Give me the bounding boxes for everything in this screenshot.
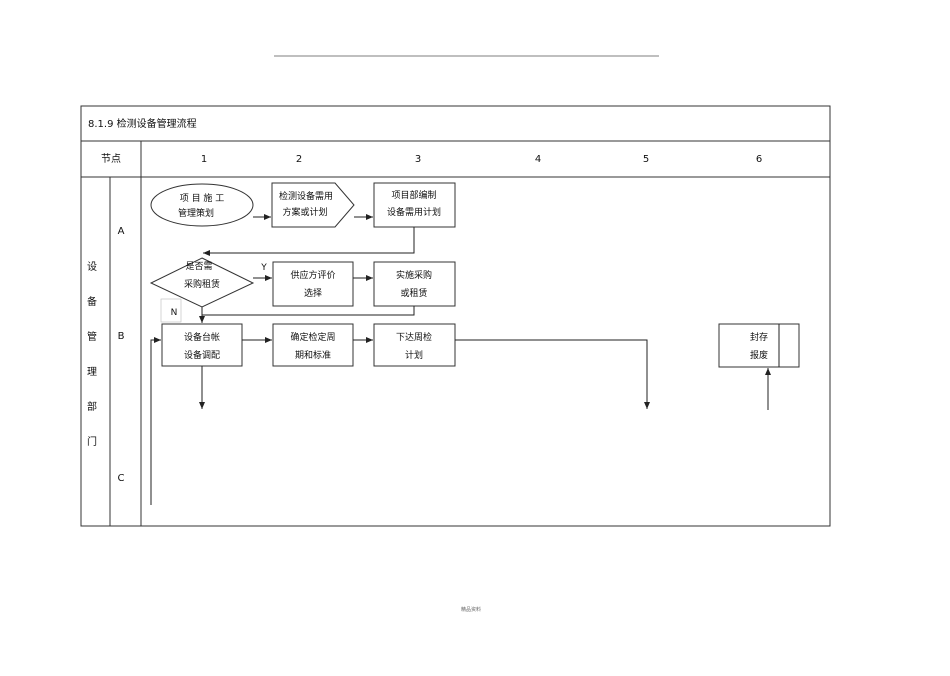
arrow-compile-to-decision <box>203 227 415 256</box>
arrow-return-to-ledger <box>150 337 161 505</box>
section-title: 8.1.9 检测设备管理流程 <box>88 117 197 130</box>
column-header-3: 3 <box>415 154 421 165</box>
step-ledger-line1: 设备台帐 <box>184 331 220 343</box>
step-seal-scrap-line2: 报废 <box>750 349 768 361</box>
department-char: 设 <box>87 261 97 273</box>
step-equipment-need-line2: 方案或计划 <box>282 206 327 218</box>
step-project-compile-line1: 项目部编制 <box>391 189 436 201</box>
decision-no-label: N <box>171 308 178 318</box>
step-ledger: 设备台帐 设备调配 <box>161 323 243 367</box>
department-char: 备 <box>87 295 97 308</box>
step-project-plan-line1: 项 目 施 工 <box>180 192 225 204</box>
column-header-5: 5 <box>643 154 649 165</box>
step-calibration-line2: 期和标准 <box>295 349 331 361</box>
column-header-2: 2 <box>296 154 302 165</box>
step-purchase-lease-line2: 或租赁 <box>400 287 427 299</box>
step-issue-plan: 下达周检 计划 <box>373 323 456 367</box>
row-label-c: C <box>118 473 125 484</box>
row-label-b: B <box>118 331 125 342</box>
step-issue-plan-line2: 计划 <box>405 349 423 361</box>
step-equipment-need-plan: 检测设备需用 方案或计划 <box>271 182 355 228</box>
arrow-purchase-to-ledger <box>202 306 415 316</box>
step-decision-line1: 是否需 <box>185 261 212 272</box>
node-header-label: 节点 <box>101 153 121 165</box>
decision-no-marker <box>160 298 182 323</box>
step-purchase-lease: 实施采购 或租赁 <box>373 261 456 307</box>
department-char: 部 <box>87 400 97 413</box>
page-footer: 精品资料 <box>461 606 481 613</box>
column-header-6: 6 <box>756 154 762 165</box>
department-char: 门 <box>87 435 97 448</box>
column-header-1: 1 <box>201 154 207 165</box>
step-equipment-need-line1: 检测设备需用 <box>279 190 333 202</box>
step-ledger-line2: 设备调配 <box>184 349 220 361</box>
step-issue-plan-line1: 下达周检 <box>396 331 432 343</box>
step-project-compile-line2: 设备需用计划 <box>387 206 441 218</box>
step-purchase-lease-line1: 实施采购 <box>396 269 432 281</box>
step-supplier-eval-line1: 供应方评价 <box>290 269 335 281</box>
step-project-plan: 项 目 施 工 管理策划 <box>150 183 254 227</box>
step-calibration-line1: 确定检定周 <box>290 331 335 343</box>
column-header-4: 4 <box>535 154 541 165</box>
step-decision-line2: 采购租赁 <box>184 278 220 290</box>
department-char: 管 <box>87 330 97 343</box>
step-project-plan-line2: 管理策划 <box>178 207 214 219</box>
arrow-issue-to-column5 <box>455 339 650 409</box>
step-supplier-eval-line2: 选择 <box>304 287 322 299</box>
process-table <box>80 105 831 527</box>
department-char: 理 <box>87 366 97 378</box>
step-seal-scrap-line1: 封存 <box>750 331 768 343</box>
step-supplier-eval: 供应方评价 选择 <box>272 261 354 307</box>
step-calibration-cycle: 确定检定周 期和标准 <box>272 323 354 367</box>
decision-yes-label: Y <box>260 263 267 273</box>
step-seal-scrap: 封存 报废 <box>718 323 800 368</box>
step-project-compile: 项目部编制 设备需用计划 <box>373 182 456 228</box>
row-label-a: A <box>118 226 125 237</box>
